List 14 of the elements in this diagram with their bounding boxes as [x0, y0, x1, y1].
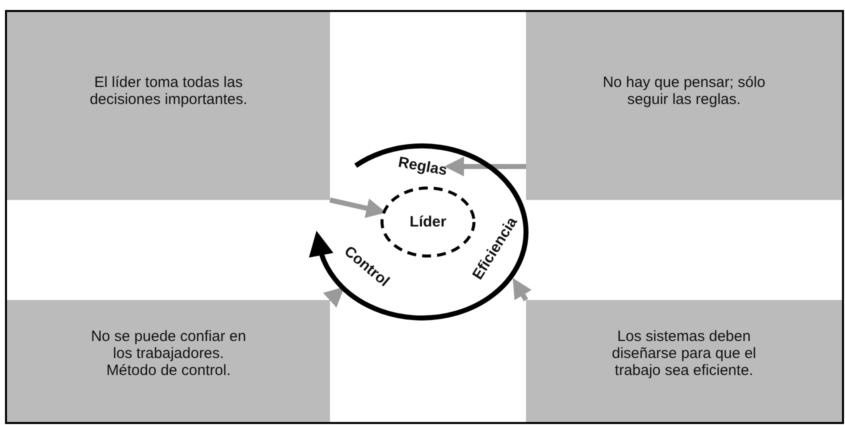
callout-arrow: [329, 198, 386, 218]
callout-text: Los sistemas deben diseñarse para que el trabajo sea eficiente.: [610, 328, 758, 379]
callout-box: [526, 12, 842, 200]
callout-text: No se puede confiar en los trabajadores. Método de control.: [90, 328, 248, 379]
callout-box: [7, 300, 330, 422]
callout-text: El líder toma todas las decisiones importantes.: [88, 74, 248, 108]
callout-box: [526, 300, 842, 422]
cycle-label: Reglas: [396, 154, 448, 180]
callout-arrow: [444, 156, 526, 176]
callout-box: [7, 12, 330, 200]
center-label: Líder: [410, 214, 446, 230]
callout-text: No hay que pensar; sólo seguir las reglas.: [602, 74, 766, 108]
callout-arrow: [512, 278, 532, 302]
callout-arrow: [322, 286, 344, 308]
